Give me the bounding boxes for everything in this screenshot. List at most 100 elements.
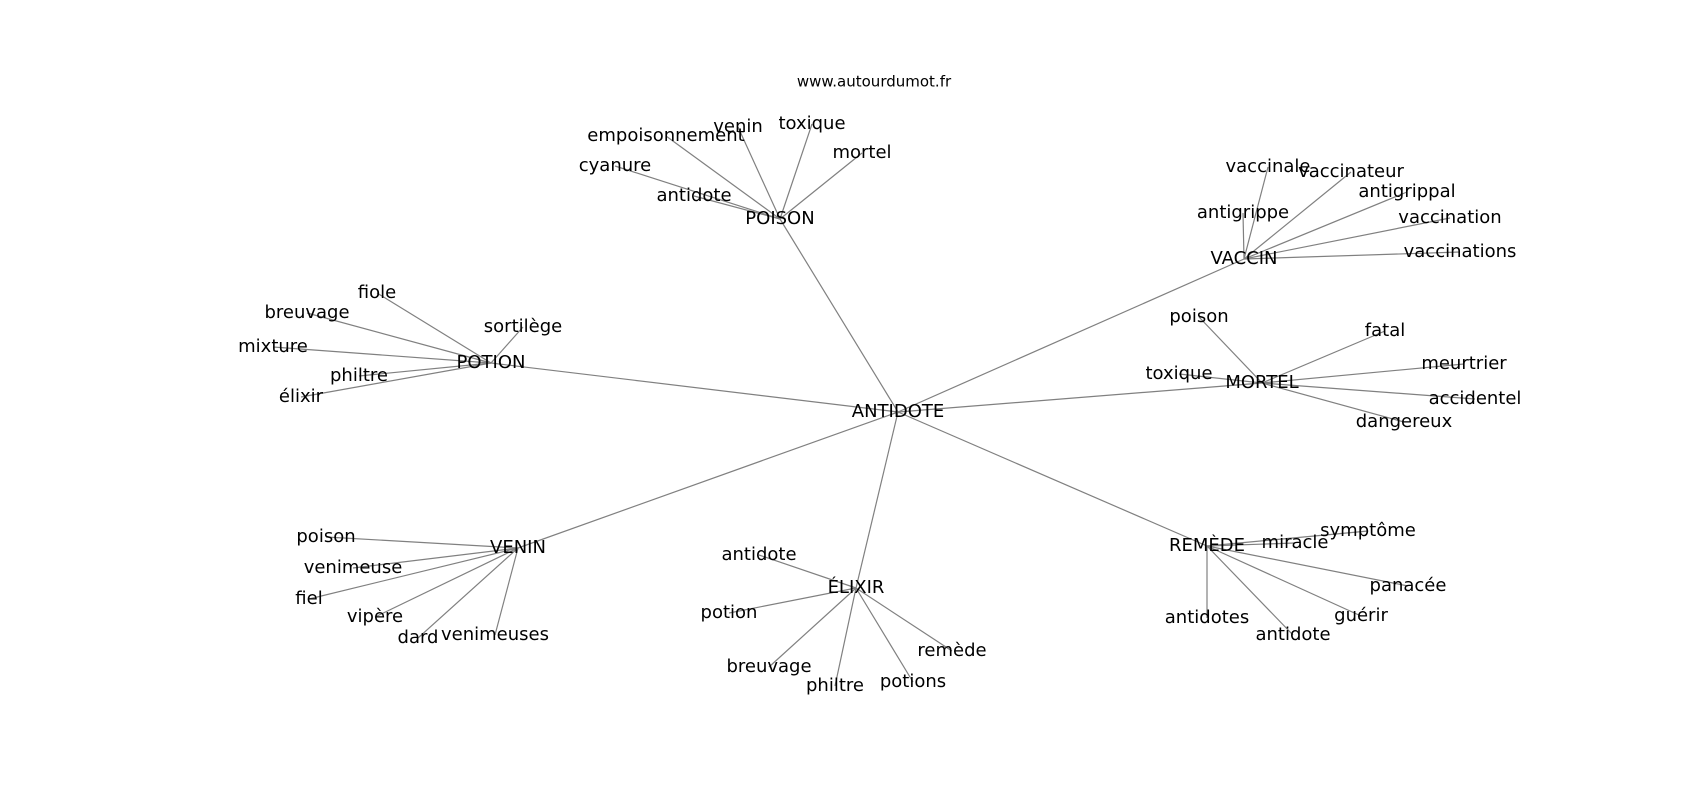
edge-hub-to-word <box>1261 363 1465 384</box>
leaf-word[interactable]: antidote <box>1255 624 1330 645</box>
site-label: www.autourdumot.fr <box>797 73 952 91</box>
leaf-word[interactable]: venimeuse <box>304 557 403 578</box>
edge-center-to-hub <box>779 218 899 413</box>
leaf-word[interactable]: vaccination <box>1398 207 1501 228</box>
leaf-word[interactable]: philtre <box>806 675 864 696</box>
leaf-word[interactable]: sortilège <box>484 316 562 337</box>
leaf-word[interactable]: antigrippe <box>1197 202 1289 223</box>
edge-hub-to-word <box>358 362 492 377</box>
edge-hub-to-word <box>1206 530 1369 547</box>
edge-hub-to-word <box>1243 217 1451 260</box>
edge-hub-to-word <box>665 135 781 220</box>
hub-word[interactable]: VACCIN <box>1210 248 1277 269</box>
leaf-word[interactable]: fiel <box>295 588 322 609</box>
edge-hub-to-word <box>1243 191 1408 260</box>
hub-word[interactable]: REMÈDE <box>1169 534 1245 556</box>
edge-center-to-hub <box>897 411 1208 547</box>
leaf-word[interactable]: vaccinale <box>1226 156 1311 177</box>
leaf-word[interactable]: meurtrier <box>1421 353 1507 374</box>
edge-hub-to-word <box>779 123 813 220</box>
leaf-word[interactable]: venin <box>713 116 763 137</box>
leaf-word[interactable]: guérir <box>1334 605 1388 626</box>
edge-hub-to-word <box>758 554 857 589</box>
hub-word[interactable]: POISON <box>745 208 814 229</box>
edge-center-to-hub <box>490 362 899 413</box>
leaf-word[interactable]: toxique <box>778 113 845 134</box>
edge-hub-to-word <box>352 547 519 569</box>
edge-hub-to-word <box>300 362 492 398</box>
leaf-word[interactable]: vipère <box>347 606 403 627</box>
edge-hub-to-word <box>417 547 519 639</box>
edge-hub-to-word <box>614 165 781 220</box>
leaf-word[interactable]: mortel <box>832 142 891 163</box>
edge-hub-to-word <box>1206 542 1296 547</box>
leaf-word[interactable]: dangereux <box>1356 411 1453 432</box>
leaf-word[interactable]: vaccinations <box>1404 241 1517 262</box>
leaf-word[interactable]: empoisonnement <box>587 125 744 146</box>
leaf-word[interactable]: élixir <box>279 386 324 407</box>
edge-hub-to-word <box>1206 545 1294 636</box>
leaf-word[interactable]: cyanure <box>579 155 651 176</box>
leaf-word[interactable]: venimeuses <box>441 624 549 645</box>
hub-word[interactable]: VENIN <box>490 537 546 558</box>
leaf-word[interactable]: vaccinateur <box>1298 161 1404 182</box>
edge-hub-to-word <box>1206 545 1409 587</box>
center-word[interactable]: ANTIDOTE <box>852 401 944 422</box>
leaf-word[interactable]: potion <box>701 602 758 623</box>
hub-word[interactable]: ÉLIXIR <box>828 576 885 598</box>
edge-hub-to-word <box>376 292 492 364</box>
hub-word[interactable]: MORTEL <box>1225 372 1298 393</box>
edge-hub-to-word <box>490 326 524 364</box>
edge-hub-to-word <box>779 152 863 220</box>
edge-hub-to-word <box>308 547 519 600</box>
edge-hub-to-word <box>693 195 781 220</box>
hub-word[interactable]: POTION <box>457 352 526 373</box>
edge-hub-to-word <box>737 126 781 220</box>
leaf-word[interactable]: philtre <box>330 365 388 386</box>
leaf-word[interactable]: fatal <box>1365 320 1405 341</box>
edge-hub-to-word <box>1243 166 1269 260</box>
leaf-word[interactable]: toxique <box>1145 363 1212 384</box>
edge-hub-to-word <box>768 587 857 668</box>
leaf-word[interactable]: poison <box>1169 306 1228 327</box>
edge-hub-to-word <box>834 587 857 687</box>
leaf-word[interactable]: poison <box>296 526 355 547</box>
leaf-word[interactable]: antidote <box>656 185 731 206</box>
edge-hub-to-word <box>1243 251 1461 260</box>
leaf-word[interactable]: panacée <box>1370 575 1447 596</box>
edge-center-to-hub <box>517 411 899 549</box>
leaf-word[interactable]: breuvage <box>264 302 349 323</box>
edge-hub-to-word <box>1261 382 1405 423</box>
edge-hub-to-word <box>1261 330 1386 384</box>
edge-hub-to-word <box>1261 382 1476 400</box>
edge-hub-to-word <box>272 346 492 364</box>
leaf-word[interactable]: dard <box>398 627 439 648</box>
edge-center-to-hub <box>897 258 1245 413</box>
edge-hub-to-word <box>325 536 519 549</box>
edge-hub-to-word <box>1206 545 1362 617</box>
leaf-word[interactable]: potions <box>880 671 946 692</box>
leaf-word[interactable]: antidotes <box>1165 607 1249 628</box>
edge-hub-to-word <box>306 312 492 364</box>
leaf-word[interactable]: remède <box>917 640 986 661</box>
leaf-word[interactable]: antigrippal <box>1358 181 1455 202</box>
edge-center-to-hub <box>897 382 1263 413</box>
edge-hub-to-word <box>1242 212 1245 260</box>
edge-hub-to-word <box>855 587 953 652</box>
edge-hub-to-word <box>728 587 857 614</box>
edge-hub-to-word <box>855 587 914 683</box>
leaf-word[interactable]: fiole <box>358 282 396 303</box>
edge-hub-to-word <box>494 547 519 636</box>
leaf-word[interactable]: accidentel <box>1429 388 1522 409</box>
leaf-word[interactable]: antidote <box>721 544 796 565</box>
edge-center-to-hub <box>855 411 899 589</box>
edge-hub-to-word <box>1198 316 1263 384</box>
edge-hub-to-word <box>1243 171 1352 260</box>
edge-hub-to-word <box>1178 373 1263 384</box>
leaf-word[interactable]: miracle <box>1262 532 1329 553</box>
edge-hub-to-word <box>374 547 519 618</box>
leaf-word[interactable]: mixture <box>238 336 308 357</box>
leaf-word[interactable]: symptôme <box>1320 520 1416 541</box>
leaf-word[interactable]: breuvage <box>726 656 811 677</box>
